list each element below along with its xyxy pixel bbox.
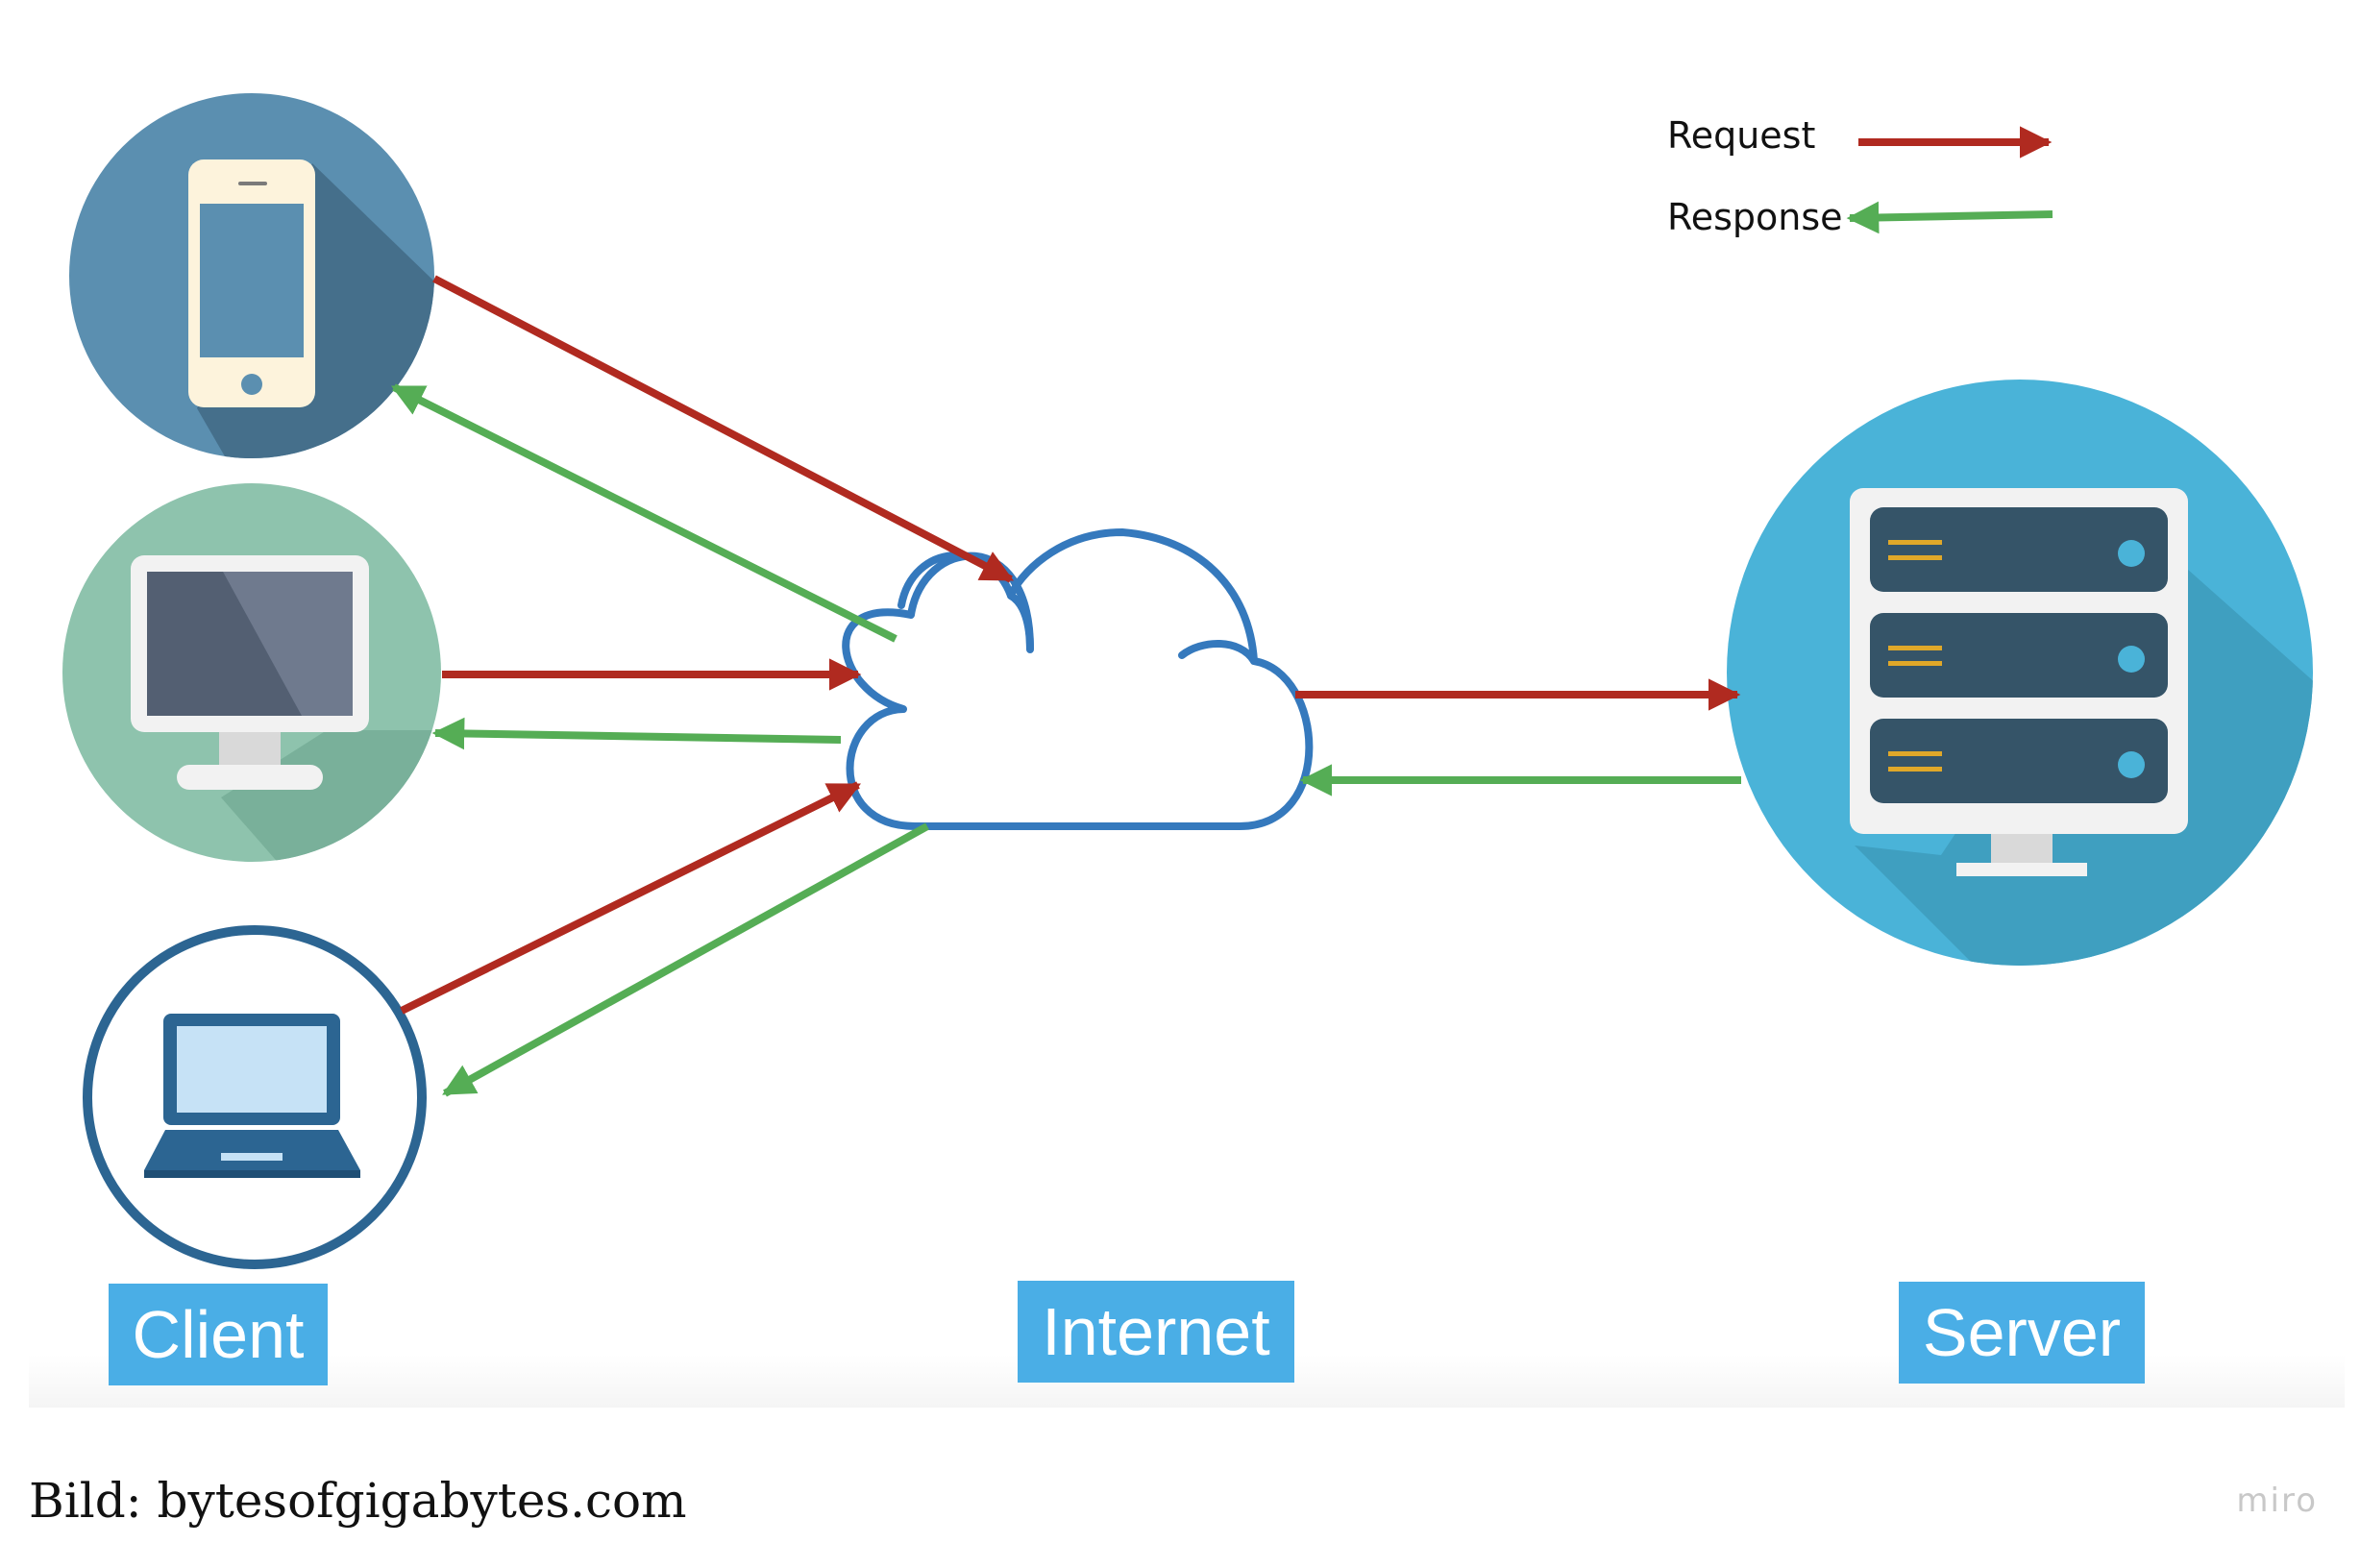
internet-label: Internet: [1018, 1281, 1294, 1383]
server-label: Server: [1899, 1282, 2145, 1384]
laptop-icon: [144, 1014, 360, 1178]
client-label: Client: [109, 1284, 328, 1385]
response-arrow-phone: [390, 383, 897, 643]
smartphone-icon: [188, 159, 315, 407]
image-credit-caption: Bild: bytesofgigabytes.com: [29, 1473, 687, 1529]
server-rack-icon: [1850, 488, 2188, 876]
legend-response-arrow: [1846, 201, 2053, 234]
response-arrow-desktop: [431, 717, 842, 750]
legend-response-label: Response: [1667, 196, 1843, 238]
miro-brand: miro: [2236, 1482, 2318, 1520]
cloud-icon: [842, 528, 1314, 830]
response-arrow-laptop: [442, 822, 929, 1097]
smartphone-node: [69, 93, 434, 458]
request-arrow-laptop: [400, 781, 862, 1015]
desktop-node: [62, 483, 441, 862]
request-arrow-phone: [432, 275, 1014, 583]
desktop-monitor-icon: [131, 555, 369, 790]
laptop-node: [83, 925, 427, 1269]
legend-request-label: Request: [1667, 114, 1816, 157]
server-node: [1727, 380, 2313, 966]
